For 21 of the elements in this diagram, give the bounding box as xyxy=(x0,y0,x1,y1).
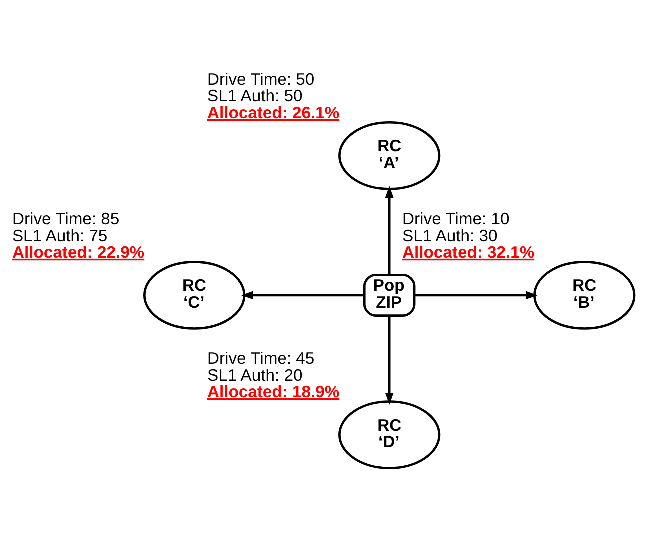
arrow xyxy=(385,315,394,404)
node-ellipse: RC ‘D’ xyxy=(338,400,441,469)
node-label: Allocated: 26.1% xyxy=(208,102,340,122)
node-label: SL1 Auth: 30 xyxy=(402,226,498,245)
node-label: Allocated: 22.9% xyxy=(12,242,145,262)
node-ellipse: RC ‘C’ xyxy=(144,260,246,330)
node-label: Allocated: 32.1% xyxy=(402,242,535,262)
node-label: Drive Time: 10 xyxy=(402,209,510,228)
node-label: Drive Time: 85 xyxy=(12,209,120,228)
node-box: Pop ZIP xyxy=(363,273,416,316)
node-label: SL1 Auth: 50 xyxy=(208,86,303,106)
arrow xyxy=(414,290,538,300)
node-label: Allocated: 18.9% xyxy=(208,382,340,401)
node-ellipse: RC ‘A’ xyxy=(338,120,441,190)
node-label: Drive Time: 50 xyxy=(208,70,315,89)
node-label: Drive Time: 45 xyxy=(208,348,315,368)
arrow xyxy=(241,290,364,300)
arrow xyxy=(385,185,394,274)
node-label: SL1 Auth: 20 xyxy=(208,365,303,384)
node-label: SL1 Auth: 75 xyxy=(12,226,108,245)
node-ellipse: RC ‘B’ xyxy=(534,260,636,330)
